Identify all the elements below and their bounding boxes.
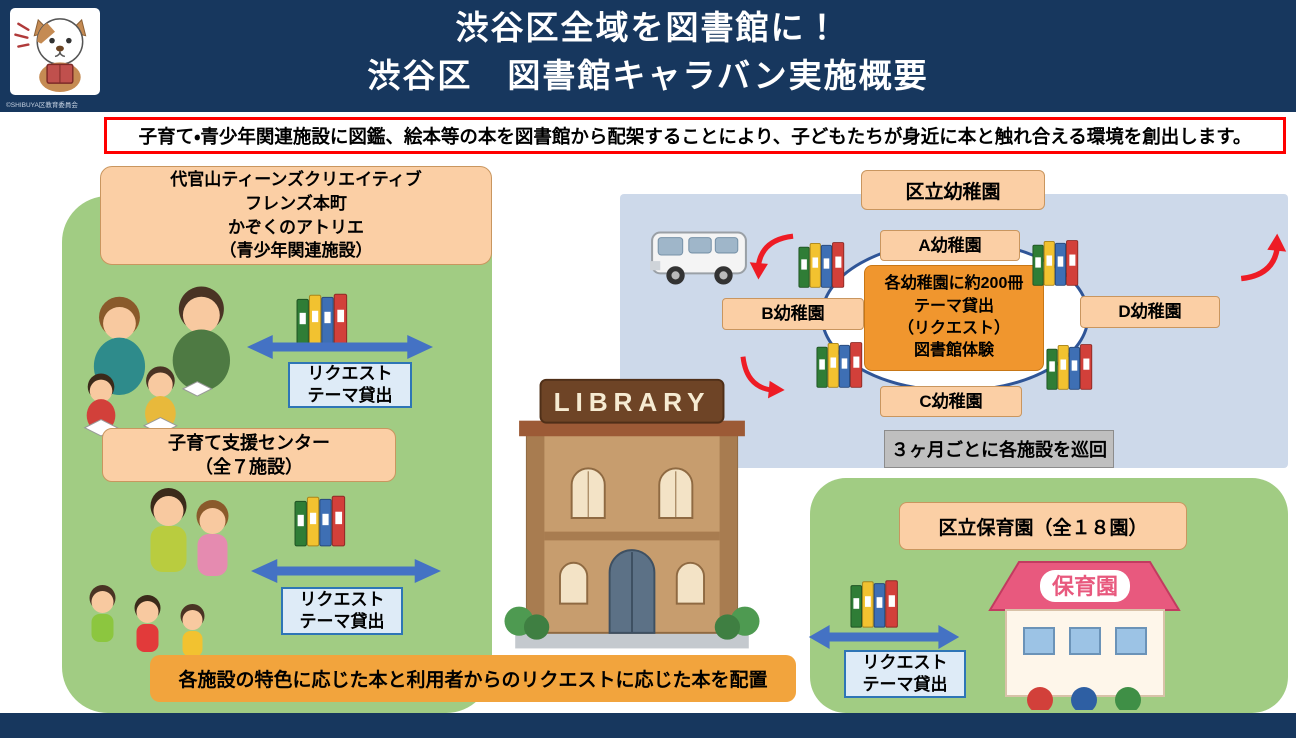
loan-line: テーマ貸出 [913, 297, 994, 315]
loan-line: 図書館体験 [913, 342, 994, 360]
caravan-van-icon [650, 231, 747, 285]
loan-line: （リクエスト） [897, 320, 1010, 337]
request-line: リクエスト [862, 652, 948, 672]
nursery-title-box: 区立保育園（全１８園） [899, 502, 1187, 550]
request-line: テーマ貸出 [862, 675, 948, 694]
facility-line: 代官山ティーンズクリエイティブ [170, 169, 422, 189]
cycle-arrow-icon [1234, 226, 1288, 288]
family-standing-icon [89, 488, 229, 657]
request-line: リクエスト [307, 363, 393, 383]
facility-line: （全７施設） [195, 457, 303, 477]
nursery-sign-text: 保育園 [1051, 574, 1118, 599]
facility-placement-note: 各施設の特色に応じた本と利用者からのリクエストに応じた本を配置 [150, 655, 796, 702]
mascot-box [10, 8, 100, 95]
teens-facility-box: 代官山ティーンズクリエイティブ フレンズ本町 かぞくのアトリエ （青少年関連施設… [100, 166, 492, 265]
two-way-arrow-icon [808, 625, 960, 649]
mascot-icon [14, 18, 87, 93]
books-stack-icon [294, 495, 346, 547]
kindergarten-b-box: B幼稚園 [722, 298, 864, 330]
cycle-note: ３ヶ月ごとに各施設を巡回 [884, 430, 1114, 468]
kindergarten-loan-box: 各幼稚園に約200冊 テーマ貸出 （リクエスト） 図書館体験 [864, 265, 1044, 371]
library-building-icon: LIBRARY [504, 378, 760, 649]
header-bar: 渋谷区全域を図書館に！ 渋谷区 図書館キャラバン実施概要 ©SHIBUYA区教育 [0, 0, 1296, 112]
kindergarten-title-box: 区立幼稚園 [861, 170, 1045, 210]
family-reading-icon [83, 286, 231, 437]
library-sign-text: LIBRARY [554, 387, 711, 417]
request-line: リクエスト [299, 589, 385, 609]
request-loan-label: リクエスト テーマ貸出 [281, 587, 403, 635]
facility-line: 子育て支援センター [168, 432, 330, 453]
books-stack-icon [1046, 344, 1093, 390]
summary-banner: 子育て・青少年関連施設に図鑑、絵本等の本を図書館から配架することにより、子どもた… [104, 117, 1286, 154]
request-loan-label: リクエスト テーマ貸出 [288, 362, 412, 408]
kindergarten-a-box: A幼稚園 [880, 230, 1020, 261]
kindergarten-c-box: C幼稚園 [880, 386, 1022, 417]
two-way-arrow-icon [251, 559, 441, 583]
books-stack-icon [816, 342, 863, 388]
kindergarten-d-box: D幼稚園 [1080, 296, 1220, 328]
facility-line: （青少年関連施設） [219, 241, 373, 261]
books-stack-icon [798, 242, 845, 288]
cycle-arrow-icon [748, 226, 800, 288]
nursery-building-icon: 保育園 [988, 561, 1181, 710]
request-line: テーマ貸出 [307, 386, 393, 405]
request-line: テーマ貸出 [299, 612, 385, 631]
loan-line: 各幼稚園に約200冊 [884, 275, 1024, 293]
support-center-box: 子育て支援センター （全７施設） [102, 428, 396, 482]
facility-line: かぞくのアトリエ [228, 217, 364, 237]
mascot-caption: ©SHIBUYA区教育委員会 [6, 102, 78, 109]
main-title-line1: 渋谷区全域を図書館に！ [455, 9, 841, 46]
books-stack-icon [850, 580, 898, 628]
facility-line: フレンズ本町 [245, 193, 347, 213]
request-loan-label: リクエスト テーマ貸出 [844, 650, 966, 698]
books-stack-icon [1032, 240, 1079, 286]
two-way-arrow-icon [246, 335, 434, 359]
main-title-line2: 渋谷区 図書館キャラバン実施概要 [367, 57, 929, 94]
footer-bar [0, 713, 1296, 738]
